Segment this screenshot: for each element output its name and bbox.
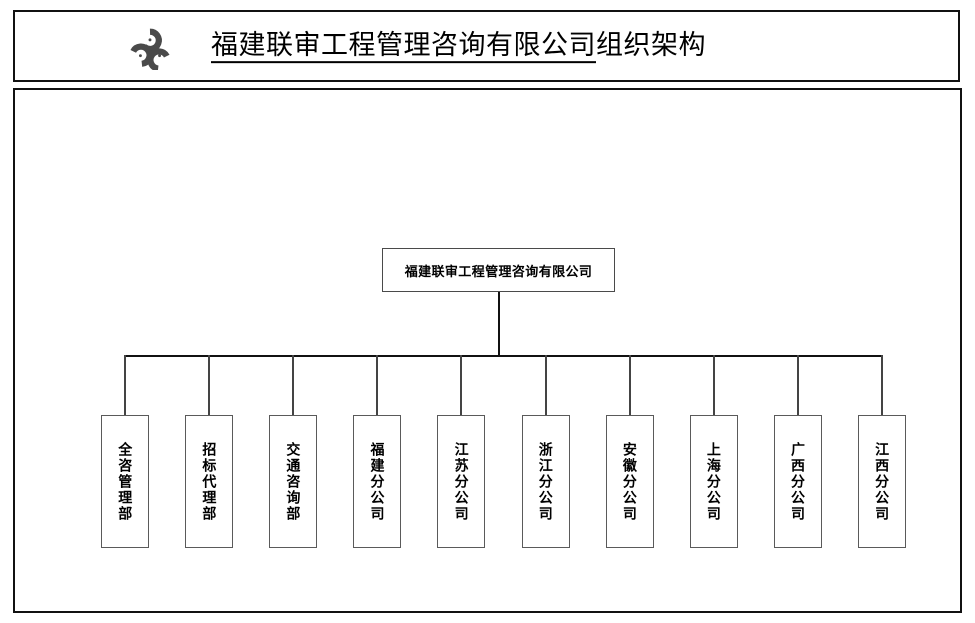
connector-drop-7 (628, 355, 631, 415)
org-node-branch-5[interactable]: 上海分公司 (689, 415, 738, 548)
org-node-label: 福建分公司 (369, 441, 386, 522)
org-node-label: 江西分公司 (874, 441, 891, 522)
org-node-label: 安徽分公司 (621, 441, 638, 522)
connector-root-stem (498, 292, 500, 357)
org-chart-canvas: 福建联审工程管理咨询有限公司 全咨管理部 招标代理部 交通咨询部 福建分公司 江苏分公司… (15, 90, 960, 611)
connector-drop-5 (460, 355, 463, 415)
page-title-suffix: 组织架构 (596, 30, 706, 61)
page-title-company: 福建联审工程管理咨询有限公司 (211, 30, 596, 64)
org-node-label: 上海分公司 (705, 441, 722, 522)
org-node-label: 交通咨询部 (285, 441, 302, 522)
connector-drop-1 (124, 355, 126, 415)
org-node-dept-1[interactable]: 全咨管理部 (101, 415, 149, 548)
org-node-label: 广西分公司 (790, 441, 807, 522)
org-node-label: 江苏分公司 (453, 441, 470, 522)
org-node-label: 招标代理部 (201, 441, 218, 522)
connector-horizontal-bus (124, 355, 883, 357)
org-node-dept-3[interactable]: 交通咨询部 (269, 415, 318, 548)
connector-drop-6 (544, 355, 547, 415)
org-node-branch-2[interactable]: 江苏分公司 (437, 415, 486, 548)
connector-drop-8 (712, 355, 715, 415)
org-node-branch-7[interactable]: 江西分公司 (857, 415, 906, 548)
org-node-branch-1[interactable]: 福建分公司 (353, 415, 402, 548)
org-node-dept-2[interactable]: 招标代理部 (185, 415, 234, 548)
org-node-label: 全咨管理部 (117, 441, 134, 522)
triskelion-rings-logo-icon (130, 28, 170, 70)
org-node-branch-6[interactable]: 广西分公司 (773, 415, 822, 548)
connector-drop-10 (880, 355, 883, 415)
connector-drop-3 (292, 355, 295, 415)
chart-frame: 福建联审工程管理咨询有限公司 全咨管理部 招标代理部 交通咨询部 福建分公司 江苏分公司… (13, 88, 962, 613)
org-node-branch-3[interactable]: 浙江分公司 (521, 415, 570, 548)
connector-drop-9 (796, 355, 799, 415)
header-frame: 福建联审工程管理咨询有限公司组织架构 (13, 10, 960, 82)
page-title: 福建联审工程管理咨询有限公司组织架构 (211, 30, 706, 64)
org-node-label: 浙江分公司 (537, 441, 554, 522)
org-node-root[interactable]: 福建联审工程管理咨询有限公司 (382, 248, 615, 292)
connector-drop-2 (208, 355, 211, 415)
connector-drop-4 (376, 355, 379, 415)
org-node-branch-4[interactable]: 安徽分公司 (605, 415, 654, 548)
